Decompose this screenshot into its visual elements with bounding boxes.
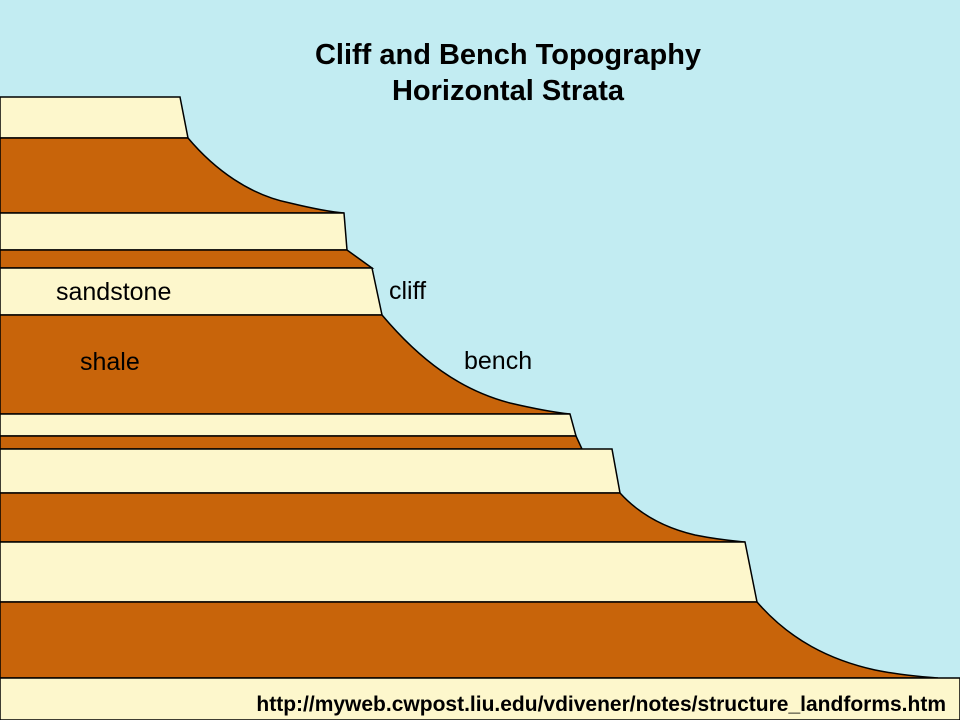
shale-layer-2 <box>0 249 375 269</box>
sandstone-layer-7 <box>0 677 960 720</box>
shale-layer-1 <box>0 137 345 214</box>
sandstone-label: sandstone <box>56 278 171 306</box>
shale-layer-4 <box>0 435 584 450</box>
sandstone-layer-1 <box>0 96 189 139</box>
bench-label: bench <box>464 347 532 375</box>
sandstone-layer-5 <box>0 448 621 494</box>
shale-label: shale <box>80 348 140 376</box>
source-url: http://myweb.cwpost.liu.edu/vdivener/not… <box>256 693 946 716</box>
sandstone-layer-2 <box>0 212 348 251</box>
sandstone-layer-4 <box>0 413 577 437</box>
title-line-1: Cliff and Bench Topography <box>315 39 701 71</box>
title-line-2: Horizontal Strata <box>392 75 625 107</box>
shale-layer-3 <box>0 314 571 415</box>
cliff-label: cliff <box>389 277 426 305</box>
sandstone-layer-6 <box>0 541 758 603</box>
